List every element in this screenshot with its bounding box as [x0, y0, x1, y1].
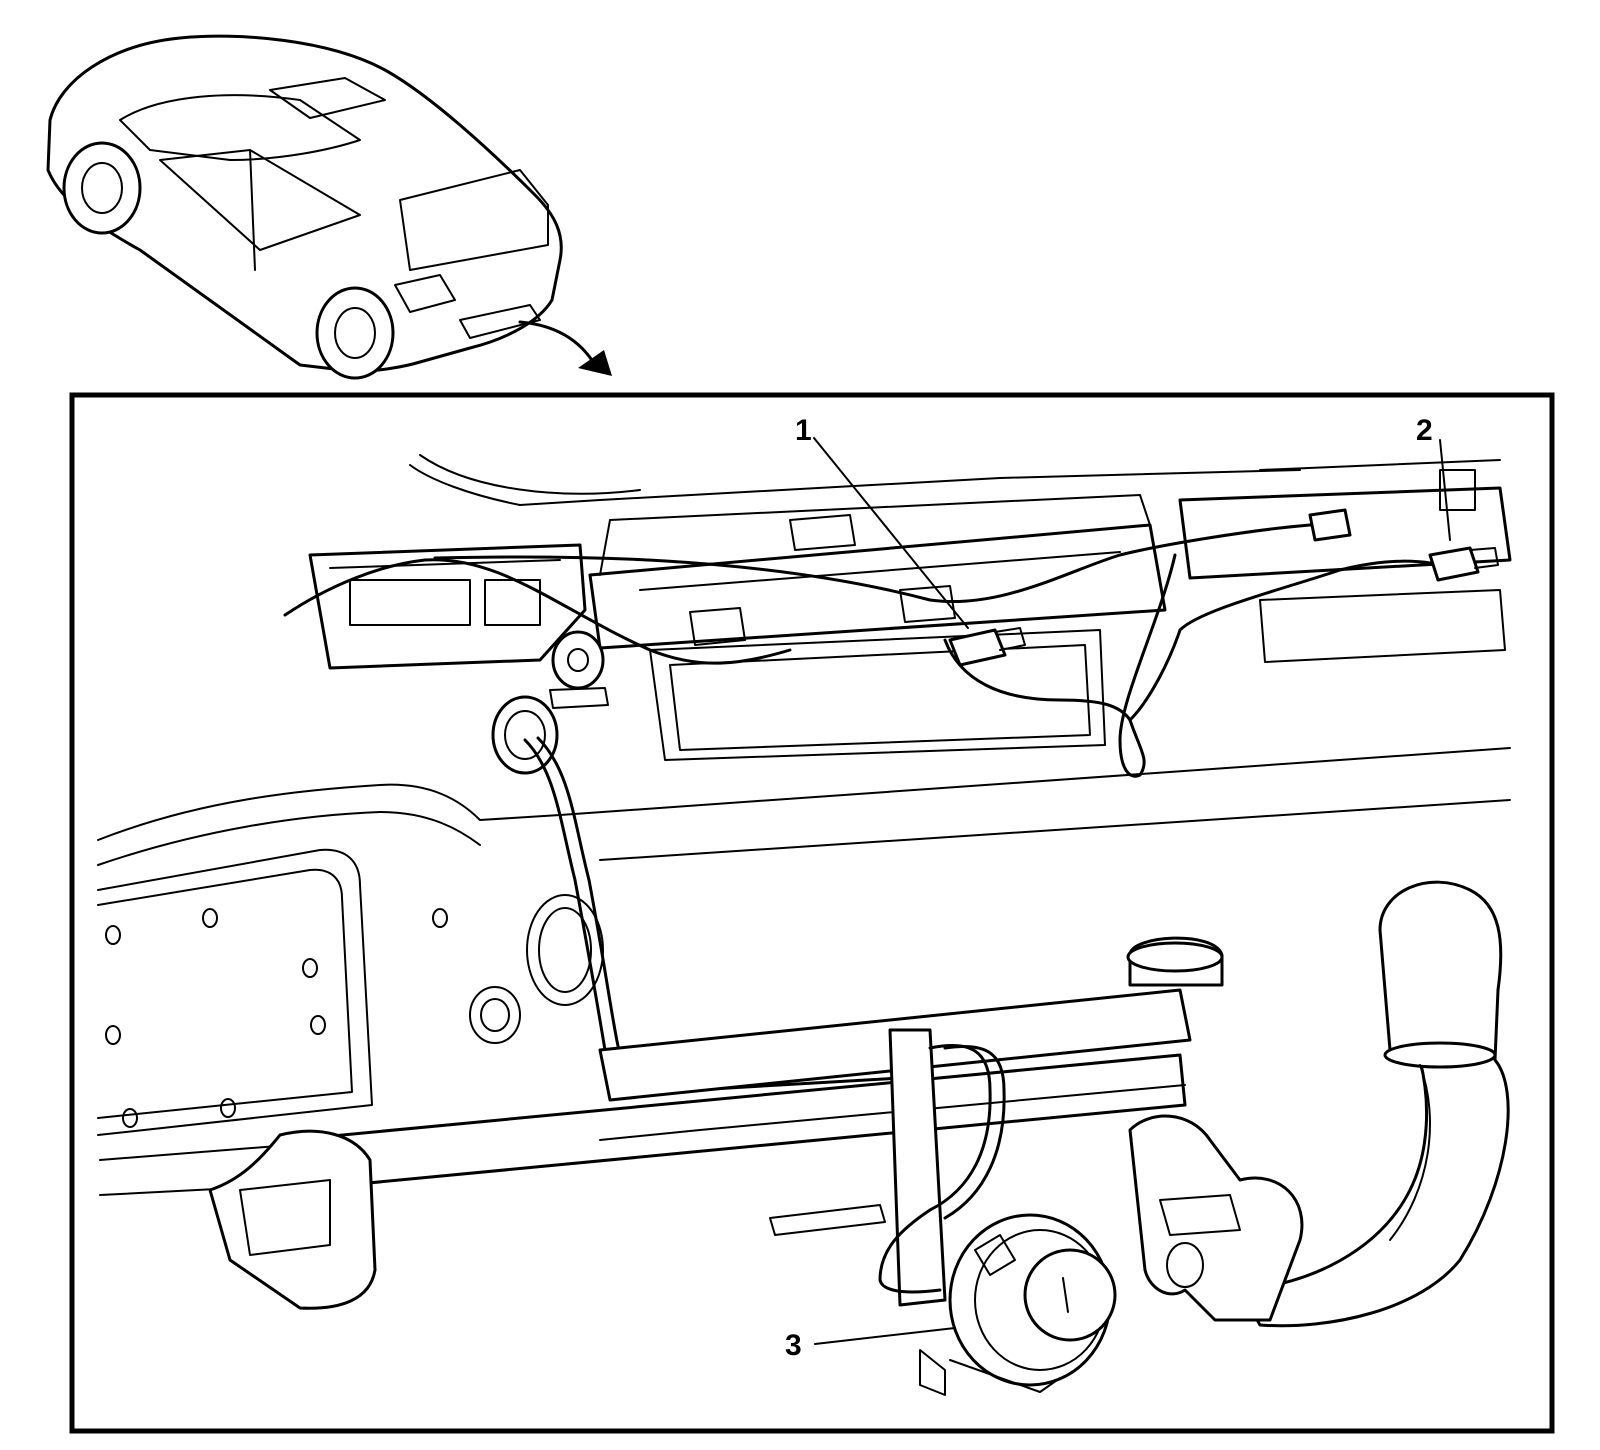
- callout-label-1: 1: [795, 414, 812, 447]
- connector-1: [948, 627, 1026, 667]
- trailer-socket: [919, 1213, 1117, 1396]
- vehicle-locator-icon: [46, 34, 563, 380]
- callout-label-3: 3: [785, 1329, 802, 1362]
- arrow-icon: [518, 320, 612, 376]
- callout-2: 2: [1416, 414, 1451, 541]
- detail-view: [97, 454, 1512, 1396]
- callout-label-2: 2: [1416, 414, 1433, 447]
- callout-3: 3: [785, 1327, 956, 1362]
- detail-frame: [69, 392, 1555, 1434]
- connector-2: [1428, 546, 1499, 582]
- callout-1: 1: [795, 414, 969, 629]
